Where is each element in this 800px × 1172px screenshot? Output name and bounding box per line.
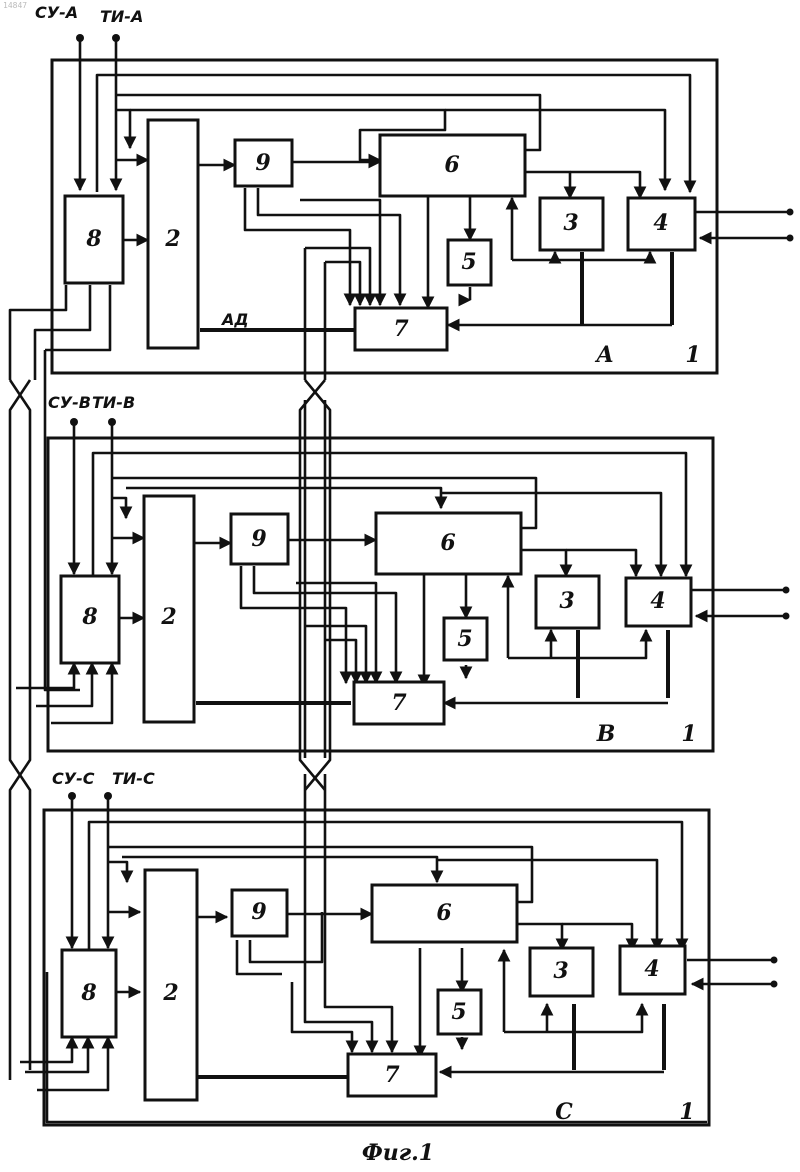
block-3-label: 3 bbox=[553, 958, 568, 984]
module-ref: 1 bbox=[685, 342, 700, 368]
wire bbox=[525, 172, 570, 198]
wire bbox=[116, 110, 130, 148]
block-7-label: 7 bbox=[391, 690, 407, 716]
unit-name: B bbox=[596, 721, 616, 747]
block-5-label: 5 bbox=[461, 249, 476, 275]
wire bbox=[10, 285, 66, 380]
wire bbox=[245, 188, 350, 305]
input-label-su: СУ-В bbox=[48, 393, 91, 412]
block-4-label: 4 bbox=[644, 956, 659, 982]
wire bbox=[108, 862, 127, 882]
output-terminal bbox=[771, 957, 778, 964]
input-label-su: СУ-С bbox=[52, 769, 95, 788]
wire bbox=[566, 550, 636, 576]
wire bbox=[112, 498, 126, 518]
block-9-label: 9 bbox=[251, 899, 266, 925]
block-9-label: 9 bbox=[255, 150, 270, 176]
corner-code: 14847 bbox=[3, 1, 27, 10]
block-6-label: 6 bbox=[436, 900, 451, 926]
output-terminal bbox=[787, 235, 794, 242]
figure-caption: Фиг.1 bbox=[362, 1140, 434, 1166]
block-8-label: 8 bbox=[85, 226, 101, 252]
output-terminal bbox=[783, 587, 790, 594]
block-6-label: 6 bbox=[440, 530, 455, 556]
input-label-ti: ТИ-А bbox=[100, 7, 143, 26]
wire bbox=[292, 982, 352, 1052]
module-ref: 1 bbox=[681, 721, 696, 747]
output-terminal bbox=[787, 209, 794, 216]
input-label-ti: ТИ-В bbox=[92, 393, 135, 412]
unit-c: СУ-С ТИ-С bbox=[20, 769, 778, 1125]
block-9-label: 9 bbox=[251, 526, 266, 552]
unit-a: СУ-А ТИ-А bbox=[10, 3, 794, 380]
input-label-ti: ТИ-С bbox=[112, 769, 155, 788]
bus-label: АД bbox=[220, 310, 249, 329]
block-5-label: 5 bbox=[451, 999, 466, 1025]
block-7-label: 7 bbox=[384, 1062, 400, 1088]
wire bbox=[325, 262, 360, 305]
block-3-label: 3 bbox=[563, 210, 578, 236]
wire bbox=[296, 583, 376, 683]
wire bbox=[517, 924, 562, 950]
block-8-label: 8 bbox=[81, 604, 97, 630]
block-2-label: 2 bbox=[164, 226, 180, 252]
wire bbox=[570, 172, 640, 198]
block-4-label: 4 bbox=[653, 210, 668, 236]
wire bbox=[45, 285, 110, 350]
wire bbox=[51, 663, 112, 723]
unit-name: A bbox=[594, 342, 613, 368]
wire bbox=[305, 248, 325, 380]
block-4-label: 4 bbox=[650, 588, 665, 614]
wire bbox=[521, 550, 566, 576]
wire bbox=[25, 1037, 88, 1072]
module-ref: 1 bbox=[679, 1099, 694, 1125]
input-label-su: СУ-А bbox=[35, 3, 78, 22]
block-2-label: 2 bbox=[160, 604, 176, 630]
block-2-label: 2 bbox=[162, 980, 178, 1006]
unit-b: СУ-В ТИ-В bbox=[16, 393, 790, 758]
wire bbox=[10, 380, 30, 1080]
block-3-label: 3 bbox=[559, 588, 574, 614]
unit-name: C bbox=[555, 1099, 573, 1125]
block-5-label: 5 bbox=[457, 626, 472, 652]
wire bbox=[237, 940, 282, 974]
output-terminal bbox=[771, 981, 778, 988]
block-6-label: 6 bbox=[444, 152, 459, 178]
output-terminal bbox=[783, 613, 790, 620]
wire bbox=[10, 380, 30, 1070]
block-8-label: 8 bbox=[80, 980, 96, 1006]
wire bbox=[35, 285, 90, 380]
block-7-label: 7 bbox=[393, 316, 409, 342]
